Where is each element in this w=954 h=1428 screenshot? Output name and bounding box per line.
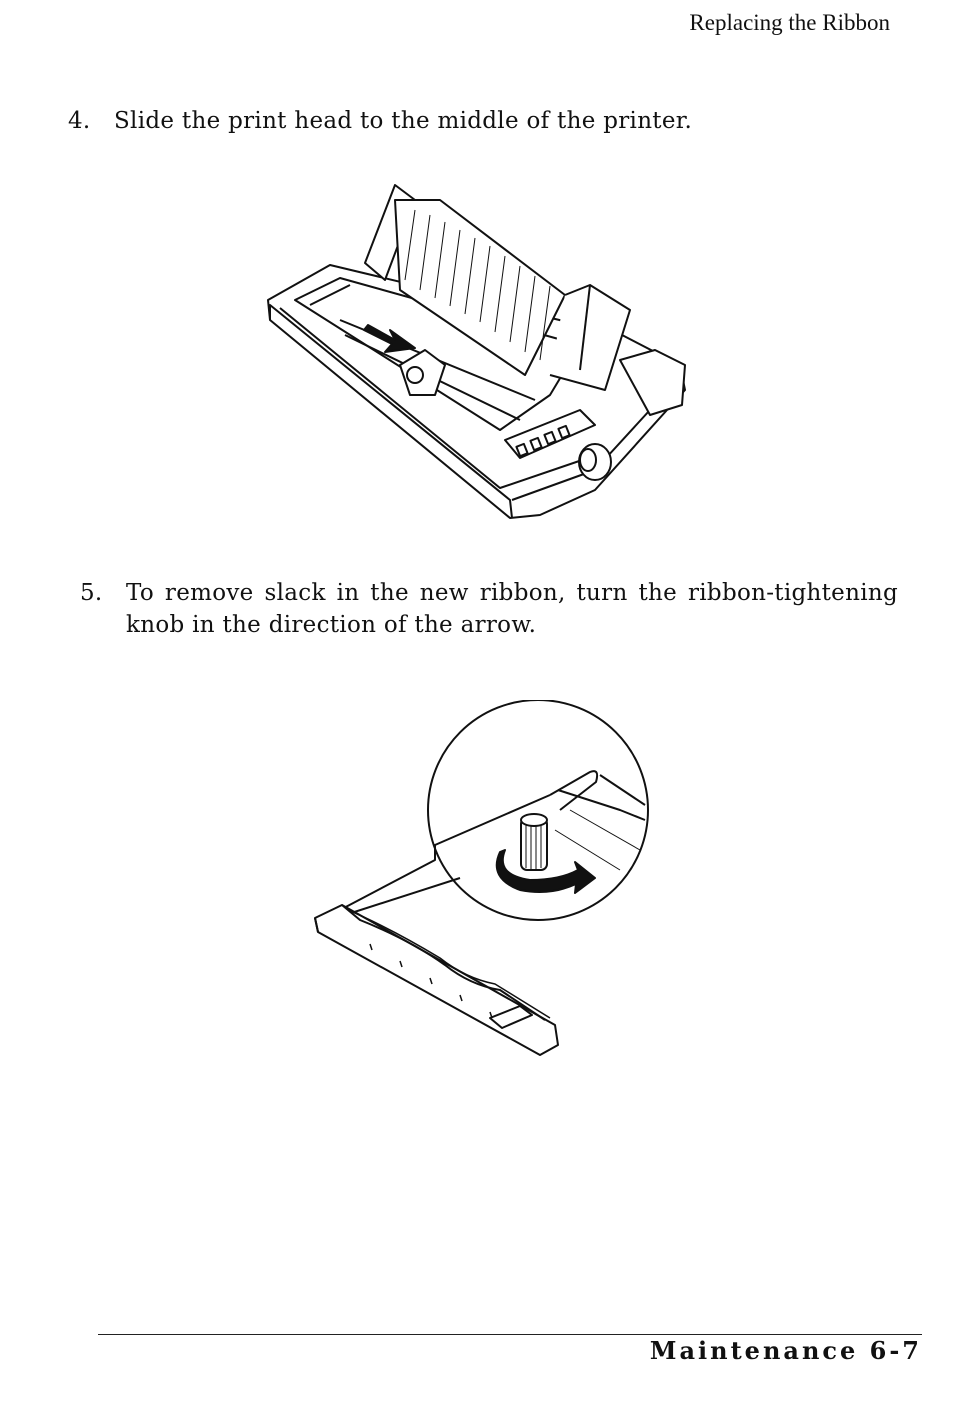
step-text: To remove slack in the new ribbon, turn … [126,580,898,638]
printer-illustration [267,184,686,519]
step-number: 4. [68,108,91,134]
page-footer: Maintenance 6-7 [649,1336,922,1365]
ribbon-cartridge-illustration [314,700,649,1056]
step-text: Slide the print head to the middle of th… [114,108,693,134]
step-4: 4. Slide the print head to the middle of… [68,105,888,139]
step-5: 5. To remove slack in the new ribbon, tu… [80,577,900,647]
footer-rule [98,1334,922,1335]
step-number: 5. [80,580,103,606]
running-header: Replacing the Ribbon [689,10,890,35]
